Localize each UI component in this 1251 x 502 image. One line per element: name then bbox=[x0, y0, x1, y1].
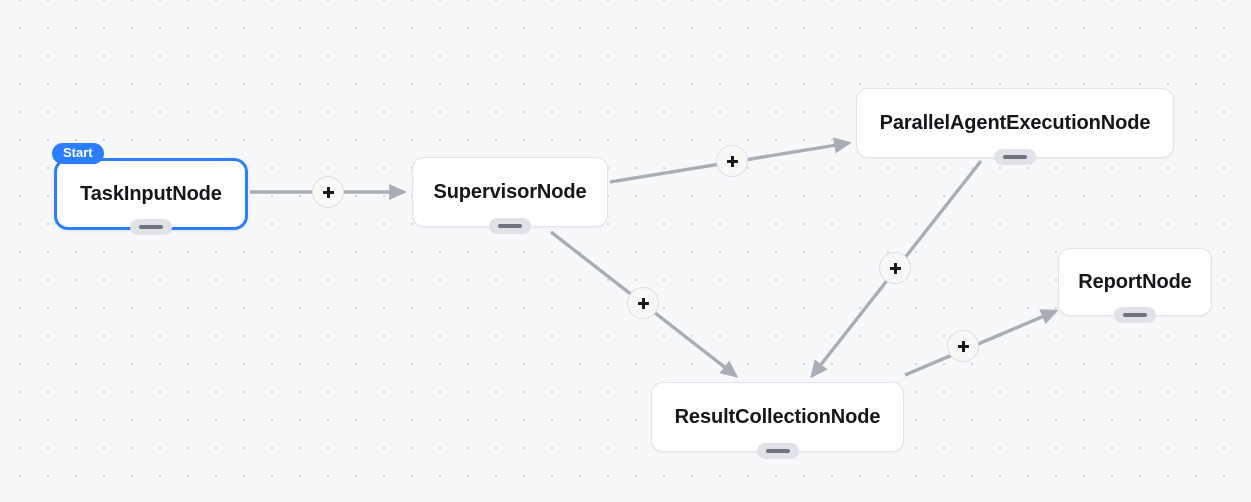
plus-icon bbox=[726, 155, 738, 167]
handle-bar bbox=[1123, 313, 1147, 317]
node-label: ReportNode bbox=[1078, 271, 1192, 293]
plus-icon bbox=[637, 297, 649, 309]
plus-icon bbox=[322, 186, 334, 198]
handle-bar bbox=[498, 224, 522, 228]
handle-bar bbox=[765, 449, 790, 453]
node-label: SupervisorNode bbox=[433, 181, 587, 203]
node-label: ParallelAgentExecutionNode bbox=[879, 112, 1151, 134]
node-handle-bottom[interactable] bbox=[756, 443, 799, 459]
plus-icon bbox=[889, 262, 901, 274]
plus-icon bbox=[957, 340, 969, 352]
node-supervisor-node[interactable]: SupervisorNode bbox=[412, 157, 608, 234]
add-node-button-supervisor-to-parallel-agent[interactable] bbox=[716, 145, 748, 177]
add-node-button-result-collection-to-report[interactable] bbox=[947, 330, 979, 362]
node-handle-bottom[interactable] bbox=[1114, 307, 1156, 323]
node-handle-bottom[interactable] bbox=[489, 218, 531, 234]
add-node-button-parallel-agent-to-result-collection[interactable] bbox=[879, 252, 911, 284]
node-label: ResultCollectionNode bbox=[674, 406, 881, 428]
node-parallel-agent-execution-node[interactable]: ParallelAgentExecutionNode bbox=[856, 88, 1174, 165]
handle-bar bbox=[1003, 155, 1027, 159]
node-task-input-node[interactable]: Start TaskInputNode bbox=[52, 143, 248, 235]
node-handle-bottom[interactable] bbox=[994, 149, 1036, 165]
edge-result-collection-to-report bbox=[904, 309, 1059, 377]
node-label: TaskInputNode bbox=[80, 183, 222, 205]
node-report-node[interactable]: ReportNode bbox=[1058, 248, 1212, 323]
node-handle-bottom[interactable] bbox=[130, 219, 172, 235]
node-result-collection-node[interactable]: ResultCollectionNode bbox=[651, 382, 904, 459]
add-node-button-supervisor-to-result-collection[interactable] bbox=[627, 287, 659, 319]
handle-bar bbox=[139, 225, 163, 229]
add-node-button-task-input-to-supervisor[interactable] bbox=[312, 176, 344, 208]
start-badge: Start bbox=[52, 143, 104, 165]
